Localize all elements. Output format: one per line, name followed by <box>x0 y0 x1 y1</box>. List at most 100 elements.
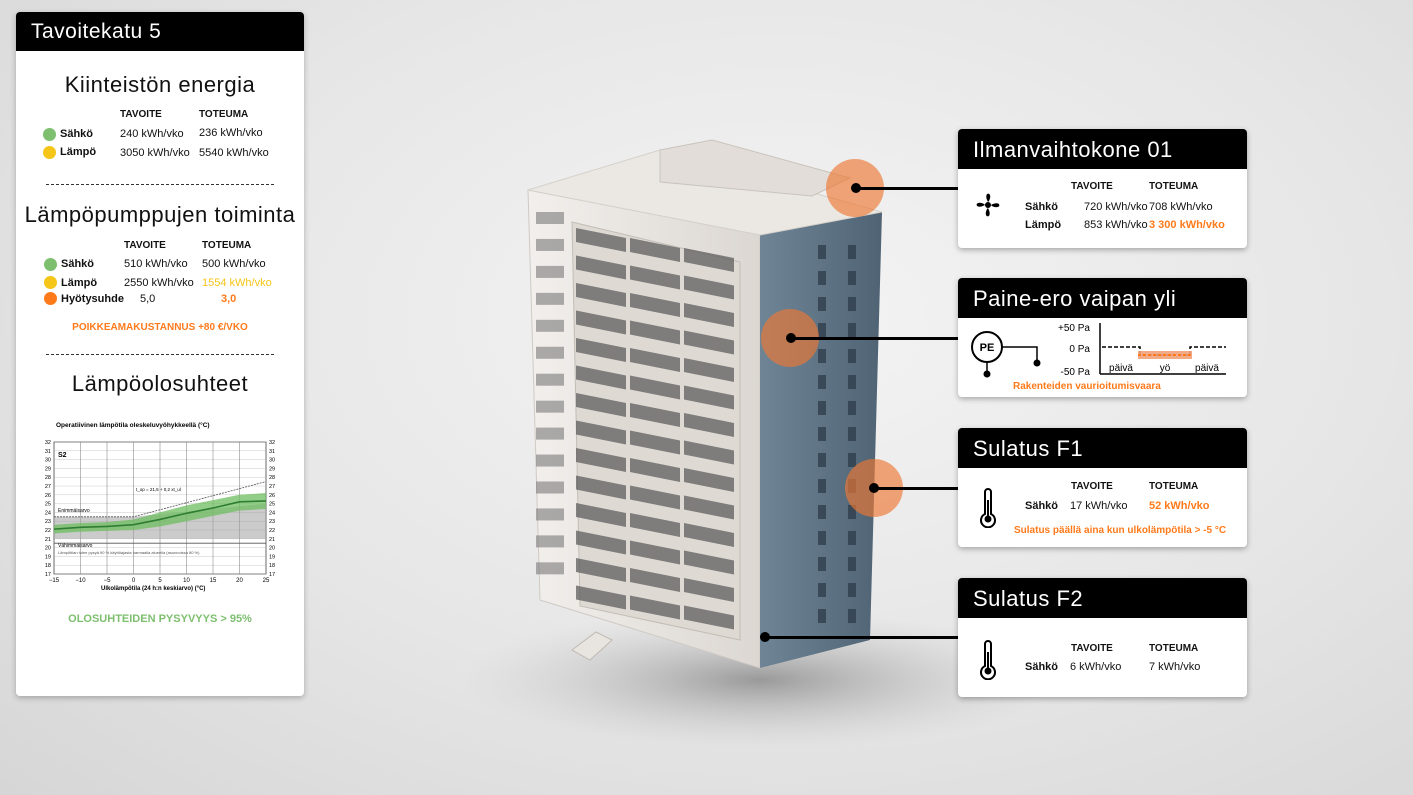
thermometer-icon <box>980 640 996 680</box>
y-bottom-label: -50 Pa <box>1061 367 1091 378</box>
row-actual: 3 300 kWh/vko <box>1149 219 1225 231</box>
side-window <box>848 531 856 545</box>
card-pressure[interactable]: Paine-ero vaipan yli PE +50 Pa 0 Pa -50 … <box>958 278 1247 397</box>
x-tick-label: 0 <box>132 578 136 584</box>
balcony-window <box>630 485 680 510</box>
side-window <box>848 427 856 441</box>
y-tick-label: 30 <box>45 458 51 464</box>
y-tick-label: 28 <box>45 475 51 481</box>
chart-upper-label: Enimmäisarvo <box>58 508 90 514</box>
panel-title: Tavoitekatu 5 <box>16 12 304 51</box>
front-window <box>536 535 564 548</box>
col-target: TAVOITE <box>1071 181 1113 192</box>
y-tick-label: 25 <box>269 502 275 508</box>
efficiency-dot-icon <box>44 292 57 305</box>
balcony-window <box>684 440 734 465</box>
y-tick-label: 22 <box>269 528 275 534</box>
balcony-window <box>684 303 734 327</box>
balcony-window <box>630 430 680 455</box>
front-window <box>536 427 564 440</box>
front-window <box>536 454 564 467</box>
balcony-window <box>576 503 626 527</box>
divider <box>46 184 274 185</box>
side-window <box>818 583 826 597</box>
front-window <box>536 212 564 224</box>
y-tick-label: 24 <box>45 510 51 516</box>
energy-row-target: 3050 kWh/vko <box>120 147 190 159</box>
balcony-window <box>630 513 680 537</box>
side-window <box>818 531 826 545</box>
x-tick-label: 10 <box>183 578 190 584</box>
electricity-dot-icon <box>43 128 56 141</box>
row-target: 853 kWh/vko <box>1084 219 1148 231</box>
front-window <box>536 238 564 251</box>
side-window <box>818 349 826 363</box>
connector-line <box>856 187 958 190</box>
balcony-window <box>684 413 734 437</box>
side-window <box>818 427 826 441</box>
y-tick-label: 29 <box>45 466 51 472</box>
balcony-window <box>630 238 680 262</box>
balcony-window <box>576 338 626 362</box>
electricity-dot-icon <box>44 258 57 271</box>
col-actual: TOTEUMA <box>1149 181 1199 192</box>
heatpump-row-label: Hyötysuhde <box>61 293 124 305</box>
heatpump-row-label: Lämpö <box>61 277 98 289</box>
front-window <box>536 292 564 305</box>
y-tick-label: 28 <box>269 475 275 481</box>
card-ventilation[interactable]: Ilmanvaihtokone 01 TAVOITE TOTEUMA Sähkö… <box>958 129 1247 248</box>
card-title: Paine-ero vaipan yli <box>958 278 1247 318</box>
heat-dot-icon <box>44 276 57 289</box>
side-window <box>818 453 826 467</box>
balcony-window <box>630 568 680 592</box>
balcony-window <box>630 348 680 372</box>
chart-footnote: Lämpötilan tulee pysyä 90 % käyttöajasta… <box>58 550 200 555</box>
heatpump-row-actual: 500 kWh/vko <box>202 258 266 270</box>
side-window <box>818 479 826 493</box>
balcony-window <box>684 385 734 410</box>
y-tick-label: 26 <box>269 493 275 499</box>
front-window <box>536 562 564 575</box>
row-label: Sähkö <box>1025 201 1059 213</box>
conditions-title: Lämpöolosuhteet <box>71 371 249 396</box>
y-tick-label: 23 <box>269 519 275 525</box>
period-label: päivä <box>1109 363 1133 374</box>
chart-bands <box>54 493 266 539</box>
side-window <box>848 609 856 623</box>
chart-title: Operatiivinen lämpötila oleskeluvyöhykke… <box>56 421 210 429</box>
col-target: TAVOITE <box>1071 481 1113 492</box>
y-mid-label: 0 Pa <box>1069 344 1090 355</box>
row-label: Sähkö <box>1025 661 1059 673</box>
card-melt-f2[interactable]: Sulatus F2 TAVOITE TOTEUMA Sähkö 6 kWh/v… <box>958 578 1247 697</box>
y-tick-label: 31 <box>269 449 275 455</box>
y-tick-label: 20 <box>45 546 51 552</box>
y-tick-label: 30 <box>269 458 275 464</box>
balcony-window <box>576 228 626 252</box>
y-tick-label: 24 <box>269 510 275 516</box>
pe-icon-text: PE <box>980 342 995 354</box>
series-upper-line <box>54 481 267 518</box>
heatpump-title: Lämpöpumppujen toiminta <box>24 202 296 227</box>
chart-lines <box>53 481 267 544</box>
row-actual: 708 kWh/vko <box>1149 201 1213 213</box>
pressure-warning: Rakenteiden vaurioitumisvaara <box>1013 381 1161 392</box>
side-window <box>818 297 826 311</box>
balcony-window <box>576 420 626 445</box>
energy-row-label: Sähkö <box>60 128 94 140</box>
balcony-window <box>630 595 680 620</box>
connector-line <box>765 636 958 639</box>
energy-row-label: Lämpö <box>60 146 97 158</box>
melt-note: Sulatus päällä aina kun ulkolämpötila > … <box>1014 525 1227 536</box>
y-tick-label: 31 <box>45 449 51 455</box>
y-tick-label: 23 <box>45 519 51 525</box>
side-window <box>848 505 856 519</box>
balcony-window <box>576 283 626 307</box>
heatpump-row-actual: 1554 kWh/vko <box>202 277 272 289</box>
front-window <box>536 508 564 521</box>
row-target: 720 kWh/vko <box>1084 201 1148 213</box>
card-melt-f1[interactable]: Sulatus F1 TAVOITE TOTEUMA Sähkö 17 kWh/… <box>958 428 1247 547</box>
balcony-window <box>684 248 734 272</box>
front-window <box>536 400 564 413</box>
chart-lower-label: Vähimmäisarvo <box>58 543 93 549</box>
